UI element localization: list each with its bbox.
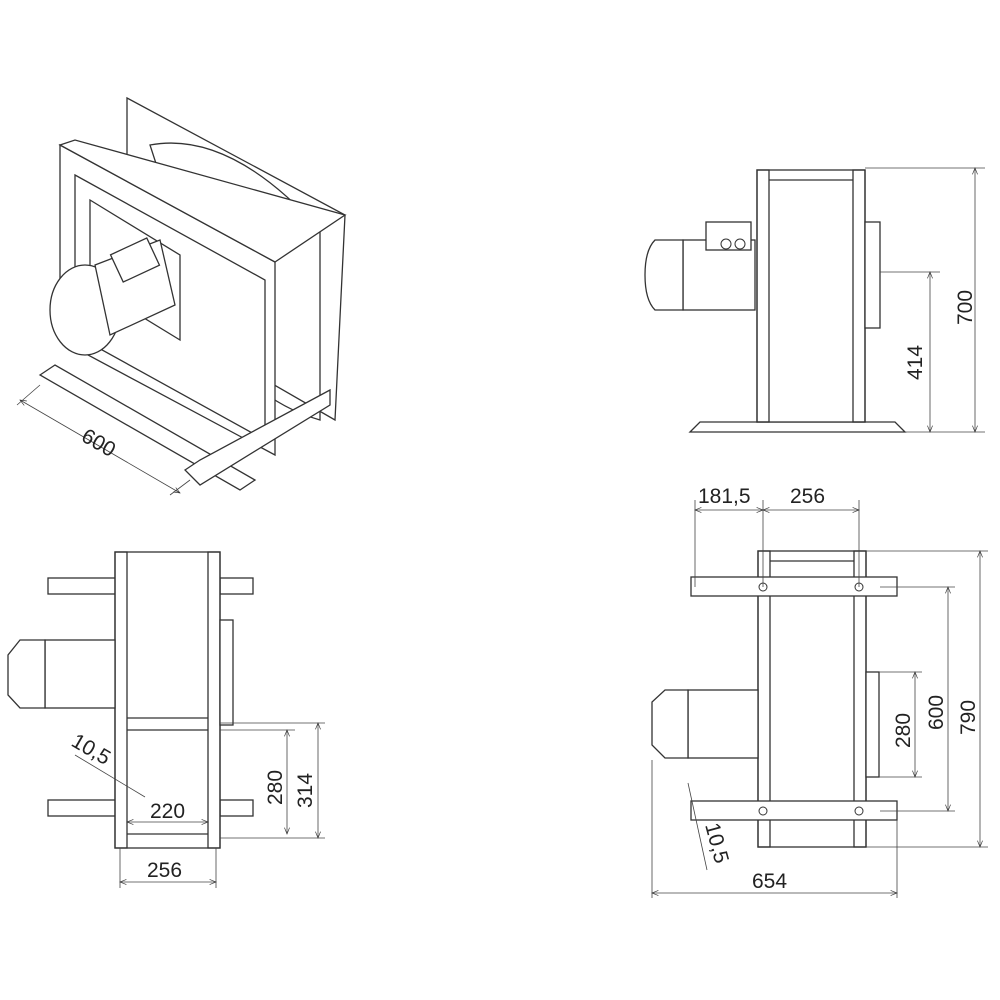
housing xyxy=(757,550,867,848)
foot-bottom xyxy=(690,800,898,821)
motor-body xyxy=(682,239,756,311)
dim-600: 600 xyxy=(925,695,948,730)
side-view: 700 414 xyxy=(644,167,985,433)
front-view: 314 280 220 256 10,5 xyxy=(7,551,325,888)
motor-body xyxy=(44,639,116,709)
dim-700: 700 xyxy=(954,290,977,325)
foot-rear xyxy=(183,388,331,486)
dim-181-5: 181,5 xyxy=(698,485,751,508)
outlet-flange xyxy=(219,619,234,726)
motor-body xyxy=(687,689,759,759)
foot-top xyxy=(690,576,898,597)
dim-256: 256 xyxy=(147,859,182,882)
housing xyxy=(756,169,866,423)
dim-hole-10-5: 10,5 xyxy=(700,820,733,865)
terminal-box xyxy=(109,237,161,283)
top-view: 181,5 256 790 600 280 10,5 654 xyxy=(651,485,988,898)
dim-414: 414 xyxy=(904,345,927,380)
motor-fan-cover xyxy=(644,239,684,311)
dim-314: 314 xyxy=(294,773,317,808)
dim-width-600: 600 xyxy=(78,424,120,461)
base xyxy=(688,421,907,433)
dim-790: 790 xyxy=(957,700,980,735)
isometric-view: 600 xyxy=(16,96,347,496)
outlet-flange xyxy=(865,671,880,778)
dim-654: 654 xyxy=(752,870,787,893)
outlet-flange xyxy=(864,221,881,329)
dim-220: 220 xyxy=(150,800,185,823)
motor-fan-cover xyxy=(7,639,46,709)
housing xyxy=(114,551,221,849)
dim-280: 280 xyxy=(892,713,915,748)
dim-256: 256 xyxy=(790,485,825,508)
motor-fan-cover xyxy=(651,689,689,759)
dim-hole-10-5: 10,5 xyxy=(68,729,115,769)
dim-280: 280 xyxy=(264,770,287,805)
